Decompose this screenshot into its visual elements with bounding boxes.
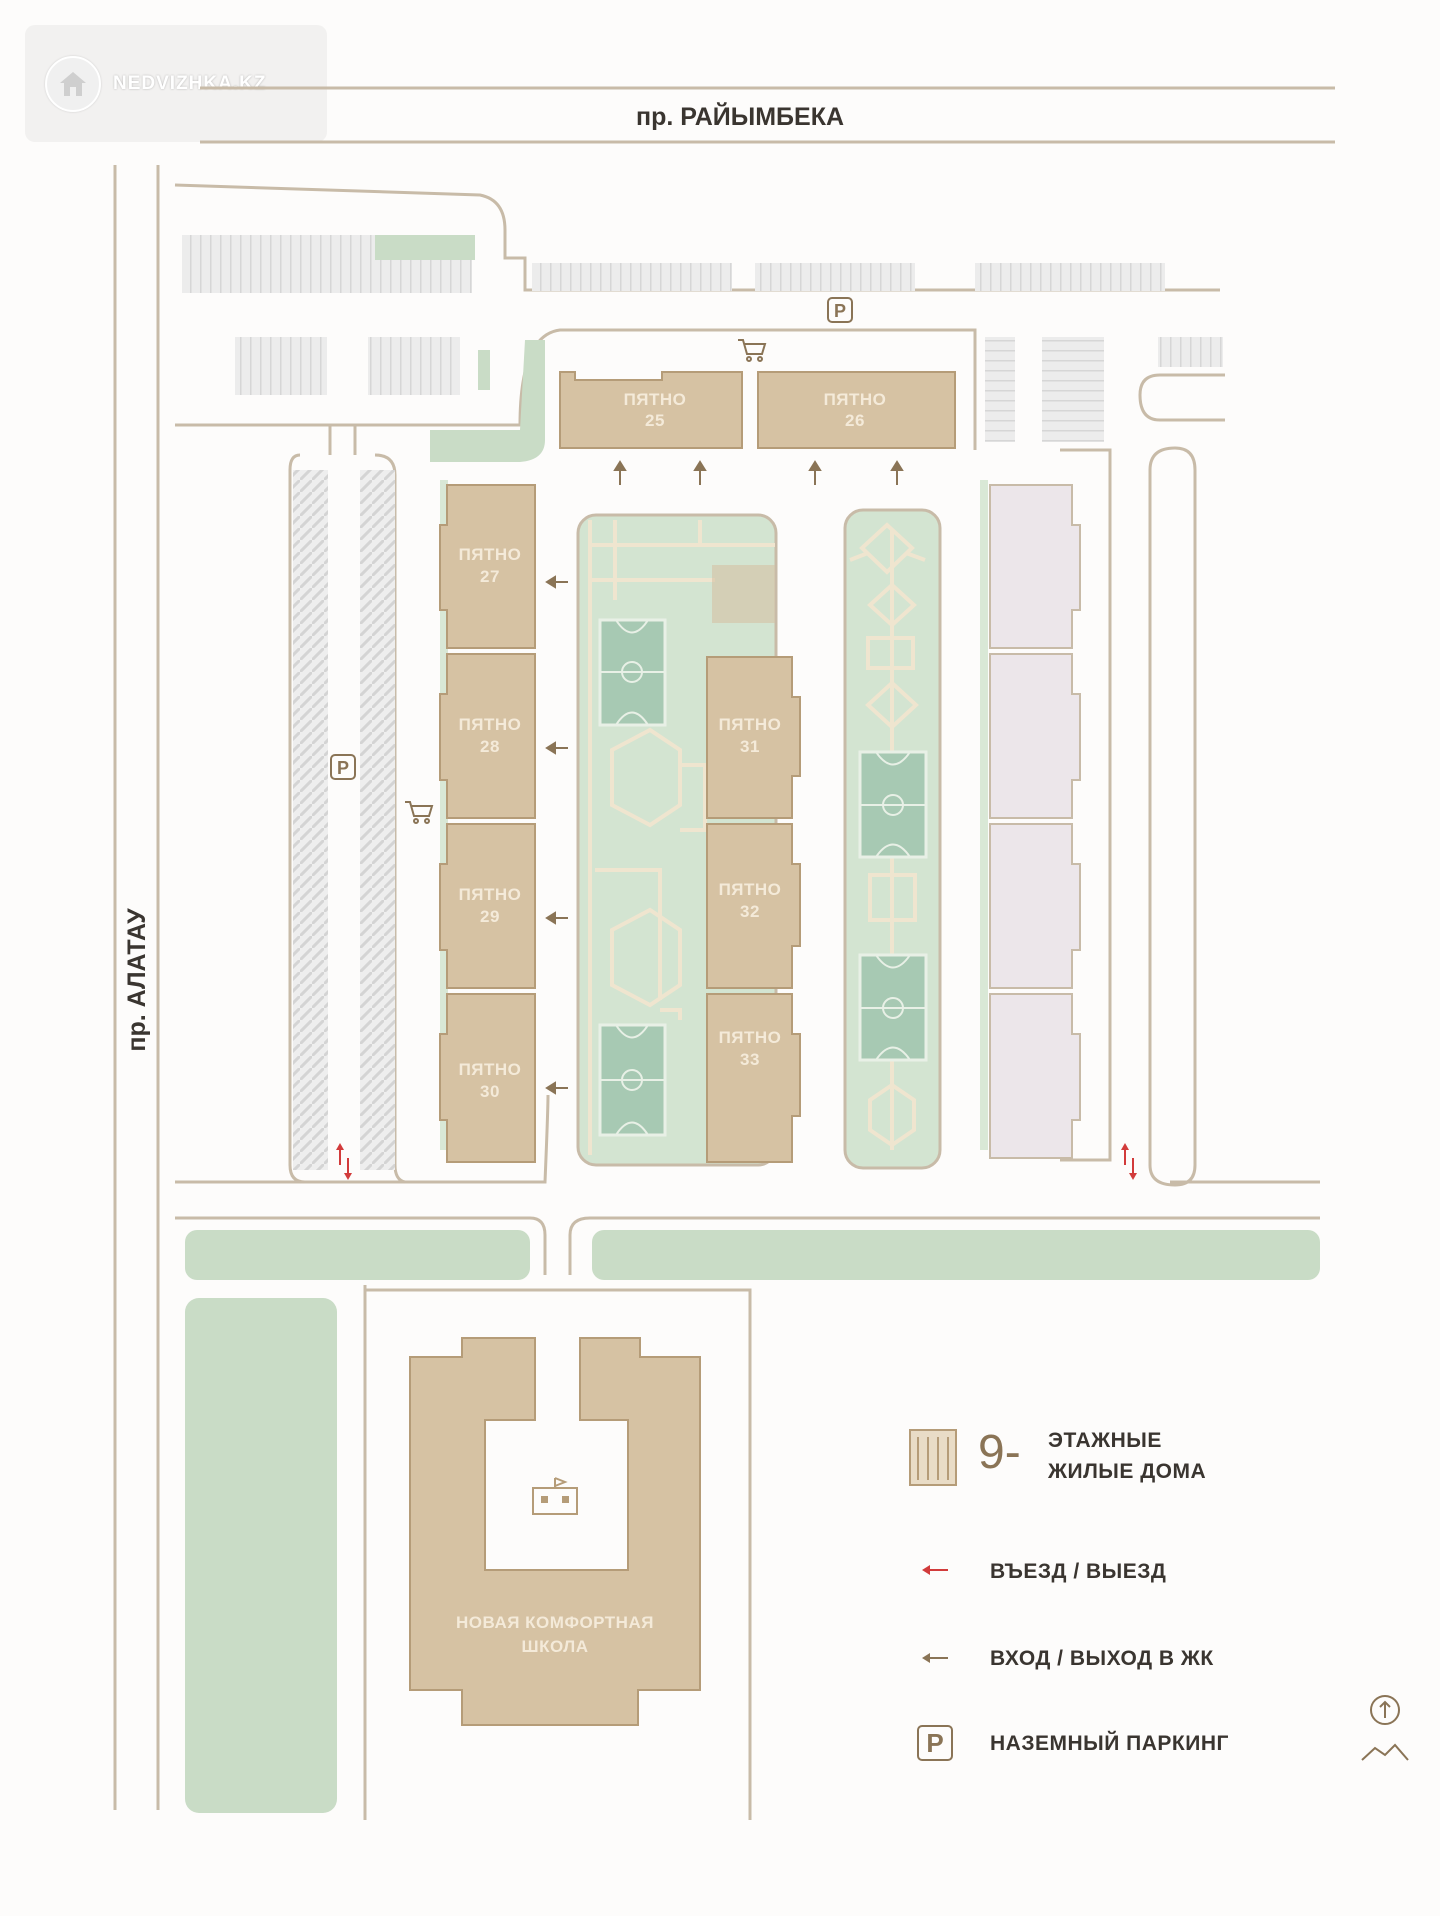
building-29[interactable]: ПЯТНО 29: [439, 823, 536, 989]
school-label-line2: ШКОЛА: [522, 1637, 589, 1656]
shopping-cart-icon: [738, 339, 767, 362]
legend-floors-line1: ЭТАЖНЫЕ: [1048, 1429, 1162, 1452]
building-label: ПЯТНО: [624, 390, 687, 409]
legend-parking: НАЗЕМНЫЙ ПАРКИНГ: [990, 1731, 1229, 1755]
walk-arrow-icon: [545, 911, 568, 925]
parking-rows: [182, 235, 1223, 1170]
school-building[interactable]: НОВАЯ КОМФОРТНАЯ ШКОЛА: [409, 1337, 701, 1726]
building-number: 25: [645, 411, 665, 430]
building-30[interactable]: ПЯТНО 30: [439, 993, 536, 1163]
building-label: ПЯТНО: [719, 880, 782, 899]
street-alatau: [113, 165, 160, 1810]
watermark: NEDVIZHKA.KZ: [25, 25, 327, 142]
street-raiymbek: [200, 86, 1335, 144]
building-28[interactable]: ПЯТНО 28: [439, 653, 536, 819]
legend-walk-in-out: ВХОД / ВЫХОД В ЖК: [990, 1647, 1214, 1670]
building-25[interactable]: ПЯТНО 25: [559, 371, 743, 449]
parking-legend-icon: P: [917, 1725, 953, 1761]
entry-exit-legend-icon: [922, 1565, 948, 1575]
basketball-court: [858, 750, 928, 859]
school-label-line1: НОВАЯ КОМФОРТНАЯ: [456, 1613, 654, 1632]
street-label-alatau: пр. АЛАТАУ: [123, 908, 151, 1052]
parking-marker: P: [827, 297, 853, 323]
building-label: ПЯТНО: [459, 1060, 522, 1079]
entry-exit-arrows: [336, 1143, 1137, 1180]
courtyard-paths-west: [588, 520, 775, 1155]
walk-arrow-icon: [808, 460, 822, 485]
building-label: ПЯТНО: [719, 715, 782, 734]
street-label-raiymbek: пр. РАЙЫМБЕКА: [636, 101, 844, 131]
building-33[interactable]: ПЯТНО 33: [706, 993, 801, 1163]
building-number: 28: [480, 737, 500, 756]
parking-marker: P: [330, 754, 356, 780]
building-number: 27: [480, 567, 500, 586]
walk-arrow-icon: [545, 1081, 568, 1095]
legend-floors-number: 9-: [978, 1426, 1021, 1479]
building-32[interactable]: ПЯТНО 32: [706, 823, 801, 989]
building-number: 31: [740, 737, 760, 756]
building-number: 30: [480, 1082, 500, 1101]
sports-courts: [598, 618, 928, 1137]
building-label: ПЯТНО: [719, 1028, 782, 1047]
neighbour-buildings: [989, 484, 1081, 1159]
entry-exit-icon: [336, 1143, 352, 1180]
svg-text:P: P: [926, 1728, 943, 1758]
building-27[interactable]: ПЯТНО 27: [439, 484, 536, 649]
building-number: 33: [740, 1050, 760, 1069]
legend-entry-exit: ВЪЕЗД / ВЫЕЗД: [990, 1560, 1166, 1583]
walk-in-arrows: [545, 460, 904, 1095]
building-31[interactable]: ПЯТНО 31: [706, 656, 801, 819]
building-label: ПЯТНО: [824, 390, 887, 409]
svg-text:P: P: [834, 301, 846, 321]
walk-arrow-icon: [890, 460, 904, 485]
walk-arrow-icon: [693, 460, 707, 485]
basketball-court: [598, 618, 667, 727]
compass-icon: [1361, 1695, 1409, 1761]
building-label: ПЯТНО: [459, 715, 522, 734]
entry-exit-icon: [1121, 1143, 1137, 1180]
legend: 9- ЭТАЖНЫЕ ЖИЛЫЕ ДОМА ВЪЕЗД / ВЫЕЗД ВХОД…: [909, 1426, 1229, 1761]
legend-floors-line2: ЖИЛЫЕ ДОМА: [1047, 1460, 1206, 1483]
courtyard-pavilion: [712, 565, 775, 623]
building-number: 26: [845, 411, 865, 430]
walk-arrow-icon: [545, 575, 568, 589]
building-label: ПЯТНО: [459, 545, 522, 564]
walk-arrow-icon: [545, 741, 568, 755]
building-26[interactable]: ПЯТНО 26: [757, 371, 956, 449]
basketball-court: [858, 953, 928, 1062]
walk-arrow-icon: [613, 460, 627, 485]
home-icon: [45, 55, 101, 112]
building-number: 32: [740, 902, 760, 921]
building-number: 29: [480, 907, 500, 926]
basketball-court: [598, 1023, 667, 1137]
building-legend-icon: [909, 1429, 957, 1486]
walk-legend-icon: [922, 1653, 948, 1663]
shopping-cart-icon: [405, 801, 434, 824]
school-icon: [532, 1477, 578, 1515]
svg-text:P: P: [337, 758, 349, 778]
building-label: ПЯТНО: [459, 885, 522, 904]
residential-buildings: ПЯТНО 25 ПЯТНО 26 ПЯТНО 27 ПЯТНО 28 ПЯТН…: [439, 371, 956, 1163]
